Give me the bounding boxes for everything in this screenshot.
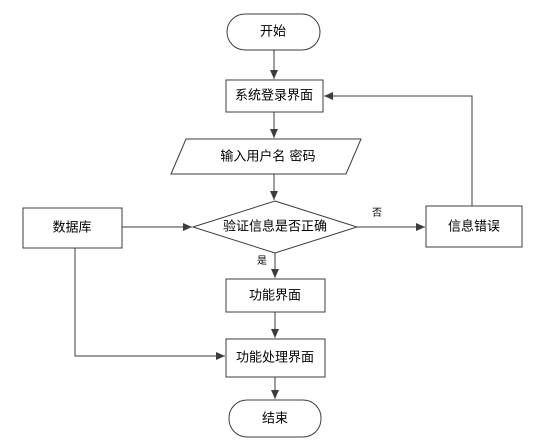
function-node — [225, 278, 326, 313]
input-node — [170, 138, 362, 175]
database-label: 数据库 — [52, 220, 92, 236]
yes-label: 是 — [257, 256, 267, 267]
error-label: 信息错误 — [447, 219, 501, 235]
verify-label: 验证信息是否正确 — [222, 219, 328, 235]
edge-database-process — [74, 248, 225, 360]
error-node — [425, 205, 523, 248]
process-node — [225, 338, 326, 378]
end-node — [228, 399, 322, 438]
no-label: 否 — [372, 208, 382, 219]
end-label: 结束 — [261, 411, 289, 427]
process-label: 功能处理界面 — [235, 350, 315, 366]
edge-error-login — [324, 92, 473, 206]
login-node — [225, 79, 324, 113]
input-label: 输入用户名 密码 — [220, 149, 316, 165]
database-node — [22, 207, 123, 249]
login-label: 系统登录界面 — [234, 88, 314, 104]
function-label: 功能界面 — [248, 288, 302, 304]
start-label: 开始 — [259, 24, 287, 40]
